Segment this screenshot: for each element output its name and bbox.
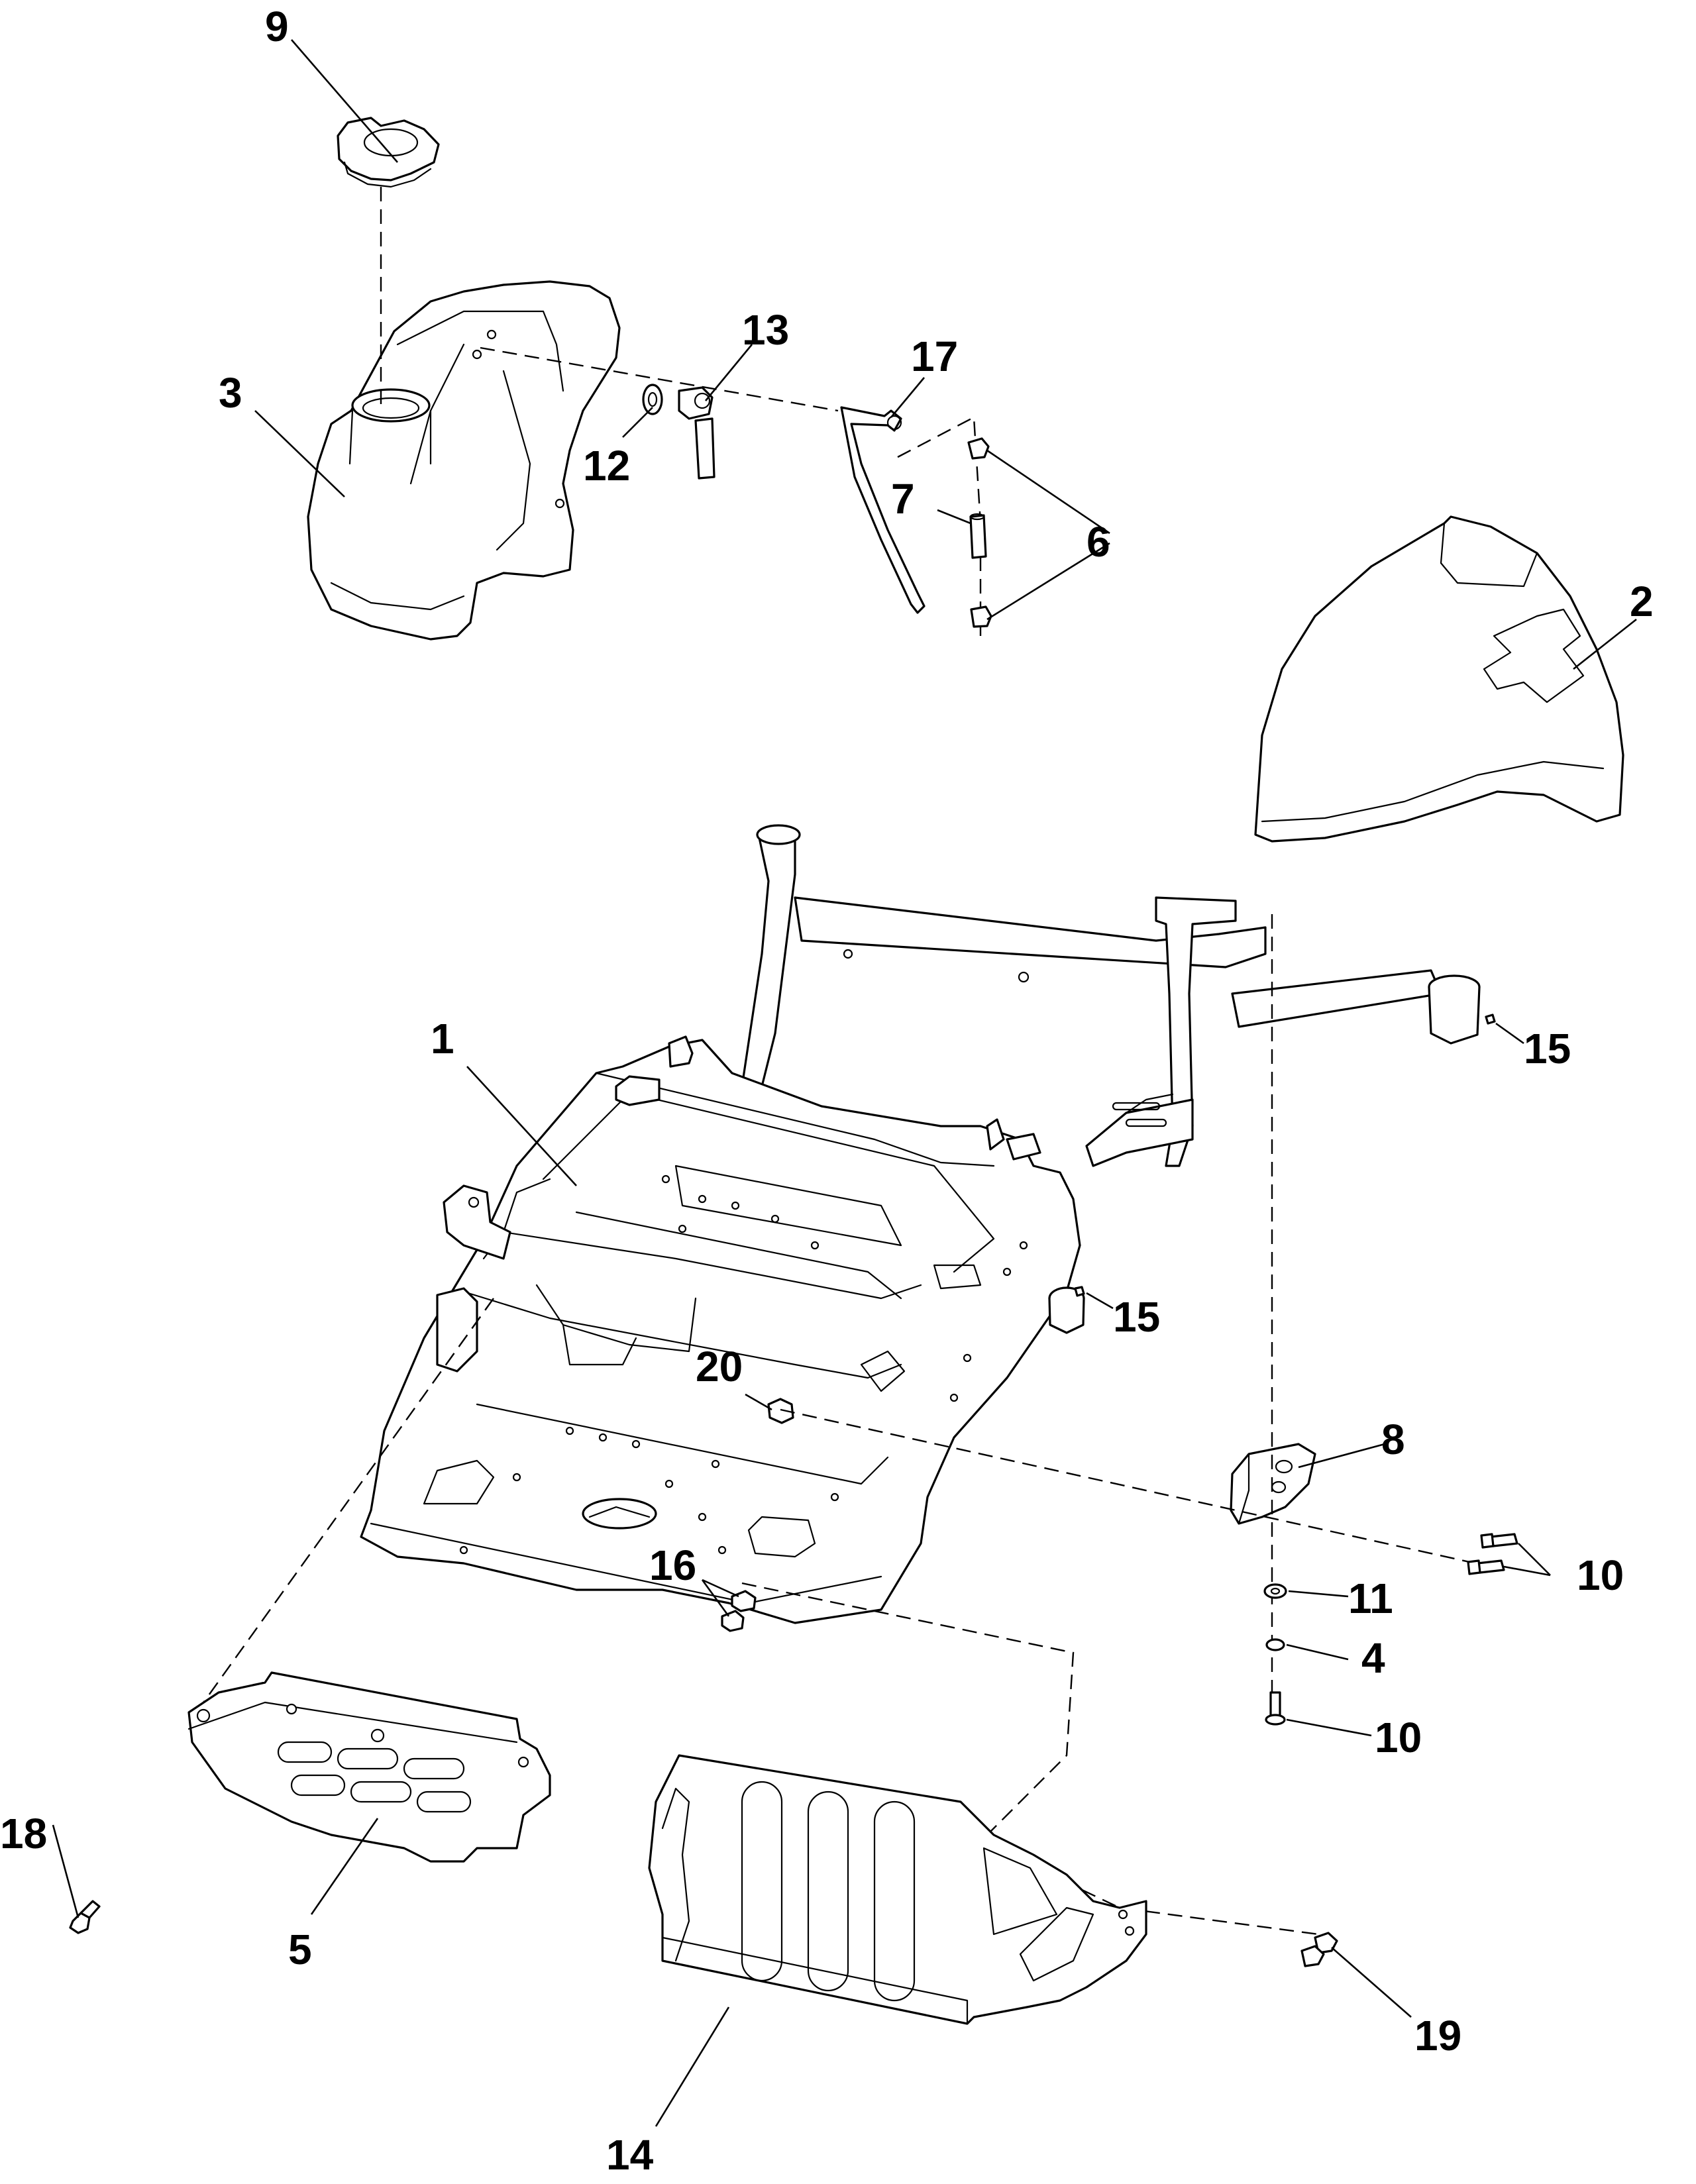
pin-part-15-mid[interactable]	[1074, 1286, 1085, 1297]
fuel-tank-part-3[interactable]	[307, 280, 621, 641]
callout-3: 3	[219, 369, 242, 417]
bolt-part-18[interactable]	[69, 1900, 101, 1934]
callout-18: 18	[0, 1810, 47, 1857]
clamp-part-6-bottom[interactable]	[970, 605, 992, 628]
callout-4: 4	[1361, 1634, 1385, 1682]
callout-16: 19	[1414, 2012, 1461, 2059]
cover-part-2[interactable]	[1254, 515, 1624, 843]
clamp-part-6-top[interactable]	[967, 437, 990, 460]
pin-part-15-top[interactable]	[1485, 1014, 1496, 1025]
callout-12: 12	[583, 442, 630, 490]
callout-6: 6	[1086, 518, 1110, 566]
bolt-part-10-upper-pair[interactable]	[1467, 1533, 1518, 1575]
callout-5: 5	[288, 1926, 312, 1973]
callout-8: 8	[1381, 1416, 1405, 1463]
callout-14: 14	[606, 2131, 654, 2179]
callout-11: 11	[1348, 1575, 1393, 1622]
callout-10-lower: 10	[1375, 1714, 1422, 1761]
callout-15-mid: 15	[1113, 1293, 1160, 1341]
washer-part-11[interactable]	[1263, 1583, 1287, 1599]
callout-20: 20	[696, 1343, 743, 1390]
fitting-part-13[interactable]	[678, 386, 716, 480]
bracket-part-8[interactable]	[1230, 1443, 1316, 1525]
skid-plate-part-5[interactable]	[187, 1671, 551, 1863]
callout-2: 2	[1630, 578, 1654, 625]
lockwasher-part-4[interactable]	[1265, 1638, 1285, 1651]
callout-19: 17	[911, 333, 958, 380]
fuel-line-part-19[interactable]	[840, 406, 926, 614]
callout-10-upper: 10	[1577, 1551, 1624, 1599]
frame-part-1[interactable]	[360, 824, 1481, 1624]
fuel-cap-part-9[interactable]	[337, 117, 440, 188]
bolt-part-10-lower[interactable]	[1265, 1691, 1286, 1726]
callout-15-top: 15	[1524, 1025, 1571, 1072]
nut-part-20[interactable]	[767, 1398, 794, 1424]
callout-7: 7	[891, 475, 915, 523]
bolt-part-16[interactable]	[1300, 1932, 1338, 1967]
callout-9: 9	[265, 3, 289, 50]
fitting-part-12[interactable]	[642, 384, 663, 415]
callout-17: 16	[649, 1541, 696, 1589]
leader-lines	[52, 39, 1637, 2127]
guard-part-14[interactable]	[648, 1754, 1147, 2025]
callout-labels: 9 3 13 12 17 7 6 2 1 15 15 20 8 10 11 4 …	[0, 3, 1654, 2179]
hose-part-7[interactable]	[969, 513, 987, 559]
screw-part-17[interactable]	[721, 1590, 757, 1632]
callout-13: 13	[742, 306, 789, 354]
callout-1: 1	[431, 1015, 454, 1063]
